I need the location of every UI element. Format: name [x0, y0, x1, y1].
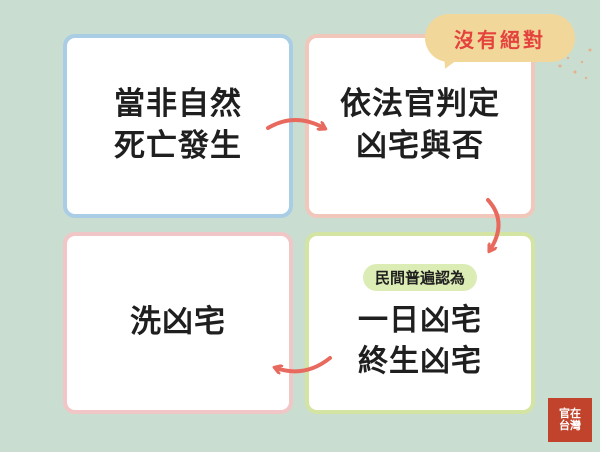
stamp-line1: 官在	[559, 406, 581, 420]
card2-line1: 依法官判定	[340, 86, 500, 123]
speech-bubble: 沒有絕對	[425, 14, 575, 62]
arrow-2-to-3	[486, 198, 501, 250]
card-cleanse-house: 洗凶宅	[63, 232, 293, 414]
card4-line1: 洗凶宅	[130, 304, 226, 341]
brand-logo-stamp: 官在 台灣	[548, 398, 592, 442]
card1-line1: 當非自然	[114, 86, 242, 123]
card1-line2: 死亡發生	[114, 128, 242, 164]
card3-line2: 終生凶宅	[358, 343, 482, 379]
card-unnatural-death: 當非自然 死亡發生	[63, 34, 293, 218]
arrow-3-to-4	[276, 356, 332, 371]
arrow-1-to-2	[266, 118, 324, 128]
card-folk-belief: 民間普遍認為 一日凶宅 終生凶宅	[305, 232, 535, 414]
stamp-line2: 台灣	[559, 419, 581, 432]
folk-belief-tag: 民間普遍認為	[362, 264, 477, 291]
card-judge-decides: 依法官判定 凶宅與否	[305, 34, 535, 218]
card2-line2: 凶宅與否	[356, 128, 484, 164]
card3-line1: 一日凶宅	[358, 303, 482, 338]
